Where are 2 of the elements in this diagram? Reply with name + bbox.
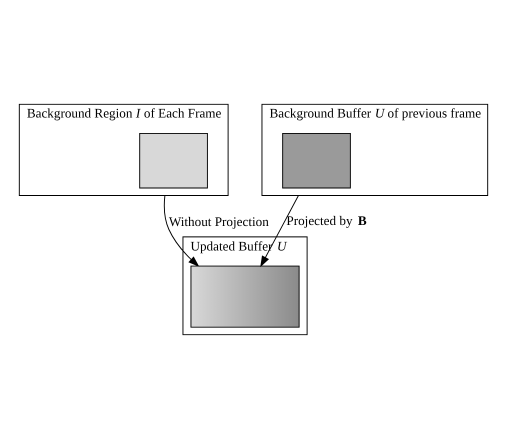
edge-label: Without Projection — [168, 213, 269, 228]
edge-label: Projected by B — [286, 212, 367, 228]
